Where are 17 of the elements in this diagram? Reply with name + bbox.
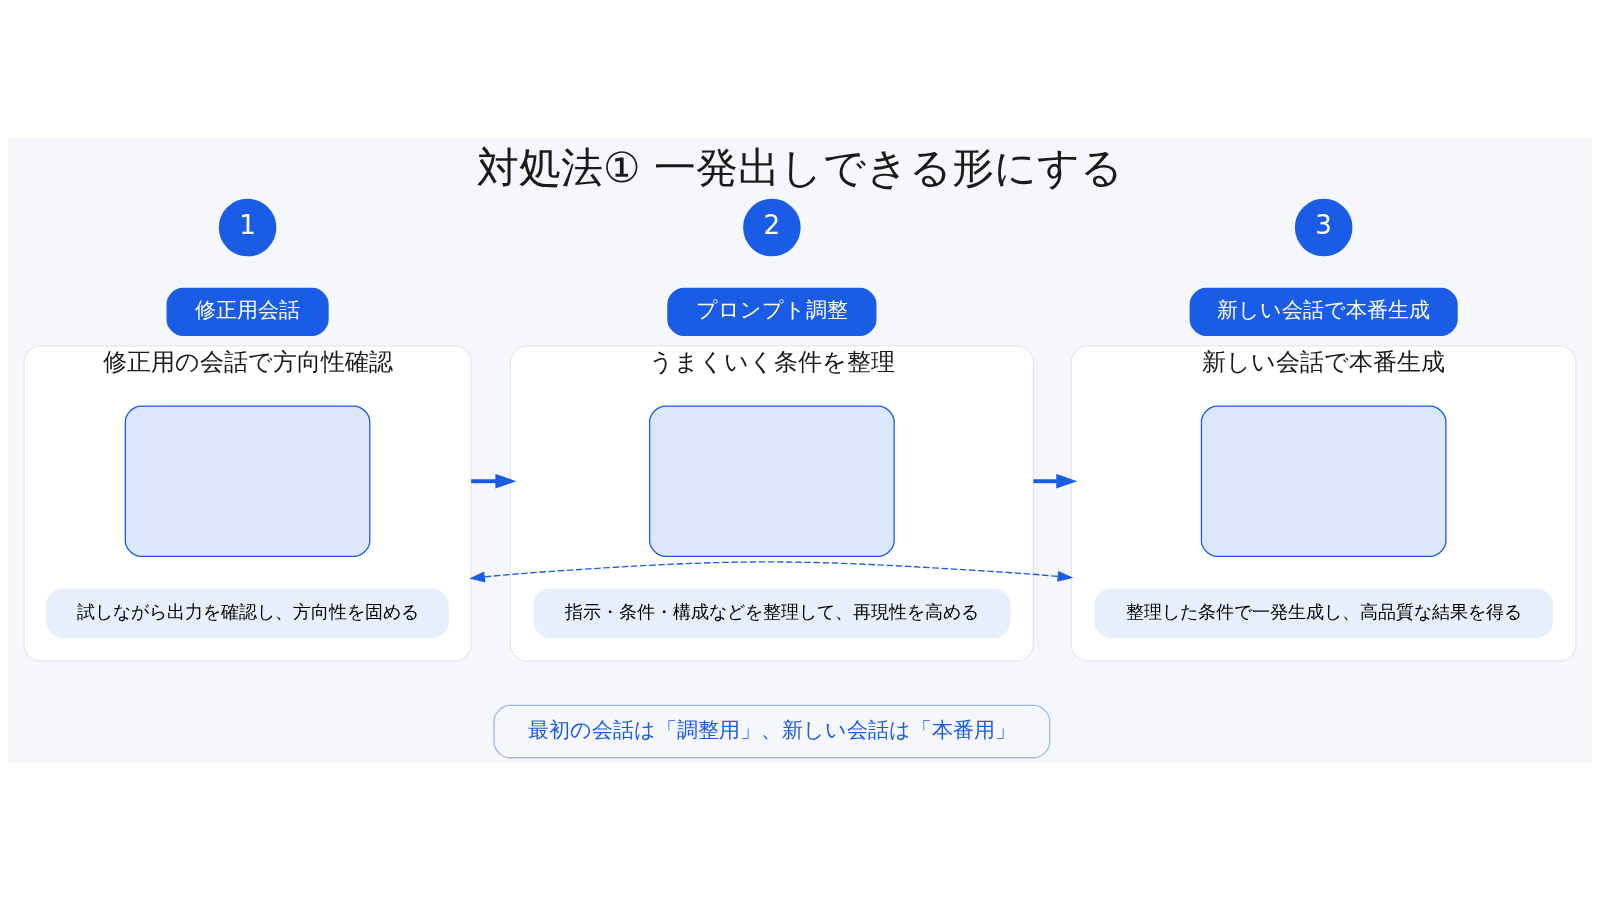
arrow bbox=[1033, 473, 1078, 489]
diagram-title: 対処法① 一発出しできる形にする bbox=[477, 142, 1123, 192]
node-box: 整理した条件で一発生成し、高品質な結果を得る bbox=[1094, 587, 1554, 638]
arrow bbox=[469, 560, 1074, 582]
arrow bbox=[471, 473, 517, 489]
node-circle: 1 bbox=[218, 198, 277, 256]
node-box: 修正用会話 bbox=[166, 287, 329, 336]
node-box: 指示・条件・構成などを整理して、再現性を高める bbox=[533, 587, 1011, 638]
node-box bbox=[1200, 404, 1447, 557]
node-circle: 2 bbox=[743, 198, 801, 256]
node-box: 最初の会話は「調整用」、新しい会話は「本番用」 bbox=[493, 704, 1051, 758]
node-box bbox=[124, 404, 371, 557]
node-box: 新しい会話で本番生成 bbox=[1189, 287, 1458, 336]
node-box: プロンプト調整 bbox=[667, 287, 877, 336]
node-circle: 3 bbox=[1294, 198, 1353, 256]
node-box bbox=[648, 404, 895, 557]
node-box: 試しながら出力を確認し、方向性を固める bbox=[46, 587, 449, 638]
